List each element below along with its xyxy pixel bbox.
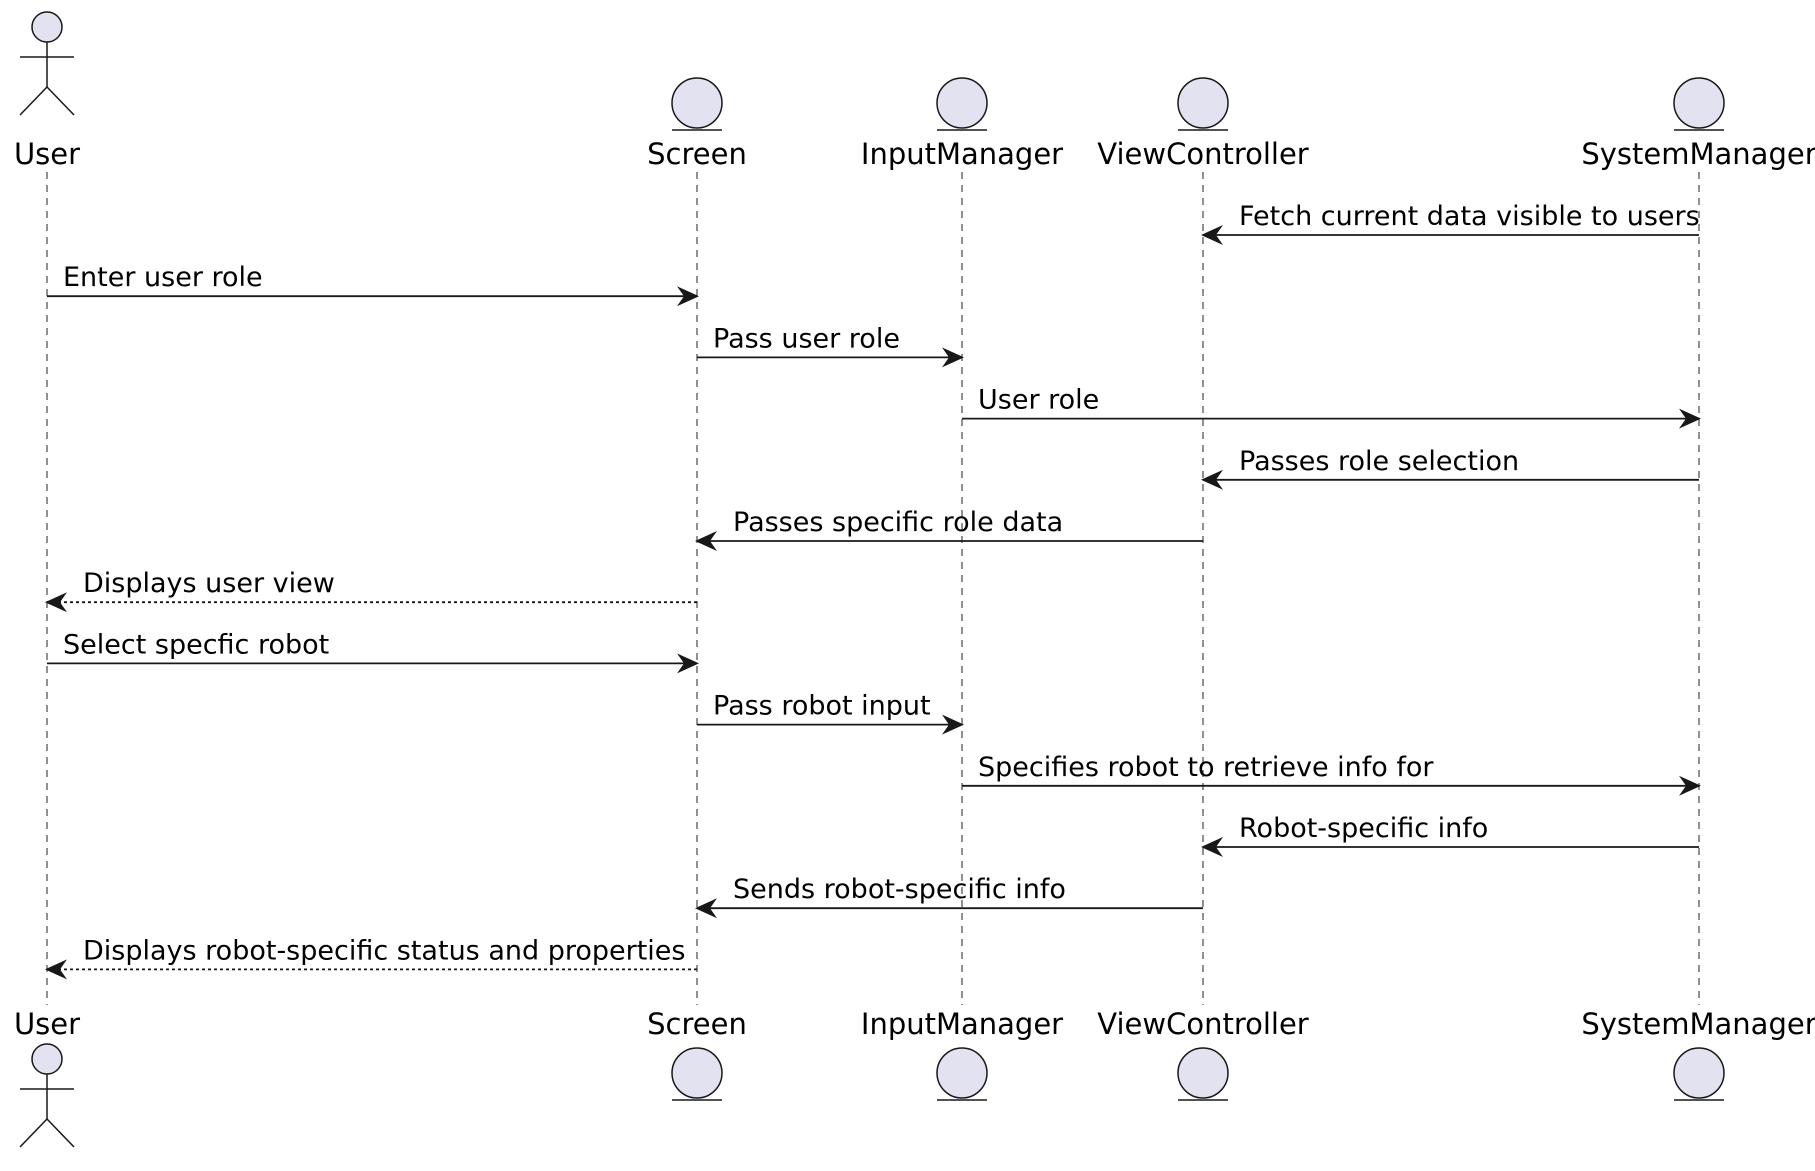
participant-label-inputmanager-bottom: InputManager	[861, 1007, 1063, 1041]
participant-label-user-bottom: User	[14, 1007, 80, 1041]
message-6: Passes specific role data	[695, 507, 1203, 551]
message-label: Enter user role	[63, 262, 263, 293]
viewcontroller-bottom-entity-icon	[1177, 1047, 1229, 1101]
message-label: Sends robot-specific info	[733, 874, 1066, 905]
message-13: Displays robot-specific status and prope…	[45, 935, 697, 980]
message-label: Displays robot-specific status and prope…	[83, 935, 686, 966]
screen-bottom-entity-icon	[671, 1047, 723, 1101]
message-10: Specifies robot to retrieve info for	[962, 752, 1701, 796]
participant-label-screen-bottom: Screen	[647, 1007, 747, 1041]
message-11: Robot-specific info	[1201, 813, 1699, 857]
message-12: Sends robot-specific info	[695, 874, 1203, 919]
participant-label-viewcontroller-bottom: ViewController	[1097, 1007, 1309, 1041]
participant-label-viewcontroller-top: ViewController	[1097, 137, 1309, 171]
message-label: Specifies robot to retrieve info for	[978, 752, 1434, 783]
message-label: Select specfic robot	[63, 629, 329, 660]
systemmanager-top-entity-icon	[1673, 77, 1725, 131]
participant-label-inputmanager-top: InputManager	[861, 137, 1063, 171]
message-4: User role	[962, 385, 1701, 429]
inputmanager-bottom-entity-icon	[936, 1047, 988, 1101]
message-2: Enter user role	[47, 262, 699, 307]
screen-top-entity-icon	[671, 77, 723, 131]
message-7: Displays user view	[45, 568, 697, 613]
user-bottom-actor-icon	[19, 1043, 75, 1148]
viewcontroller-top-entity-icon	[1177, 77, 1229, 131]
message-3: Pass user role	[697, 323, 964, 368]
user-top-actor-icon	[19, 11, 75, 116]
inputmanager-top-entity-icon	[936, 77, 988, 131]
message-label: Pass user role	[713, 323, 900, 354]
message-1: Fetch current data visible to users	[1201, 201, 1700, 245]
message-9: Pass robot input	[697, 691, 964, 735]
message-label: Displays user view	[83, 568, 335, 599]
participant-label-systemmanager-bottom: SystemManager	[1581, 1007, 1815, 1041]
message-label: User role	[978, 385, 1099, 416]
message-label: Passes role selection	[1239, 446, 1519, 477]
message-label: Pass robot input	[713, 691, 931, 722]
systemmanager-bottom-entity-icon	[1673, 1047, 1725, 1101]
participant-label-systemmanager-top: SystemManager	[1581, 137, 1815, 171]
message-8: Select specfic robot	[47, 629, 699, 674]
participant-label-screen-top: Screen	[647, 137, 747, 171]
message-label: Robot-specific info	[1239, 813, 1488, 844]
message-label: Passes specific role data	[733, 507, 1063, 538]
participant-label-user-top: User	[14, 137, 80, 171]
message-label: Fetch current data visible to users	[1239, 201, 1700, 232]
message-5: Passes role selection	[1201, 446, 1699, 490]
